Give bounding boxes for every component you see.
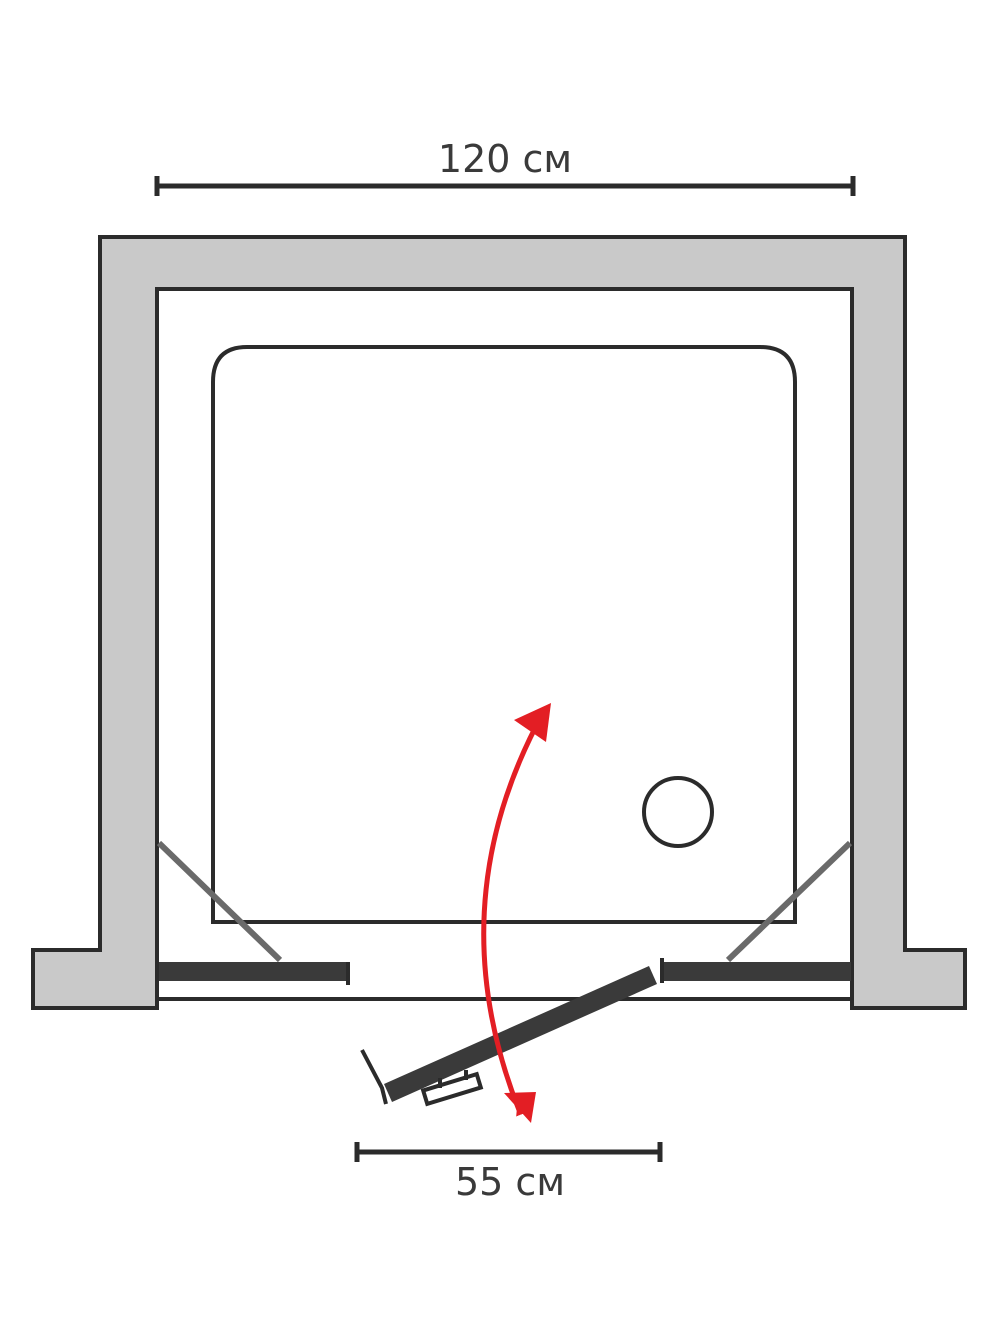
fixed-panel-left bbox=[159, 962, 348, 981]
top-dimension-label: 120 см bbox=[438, 137, 572, 181]
swing-arrow-head-bottom bbox=[504, 1092, 536, 1123]
bracket-left bbox=[156, 840, 283, 963]
swing-arrow-head-top bbox=[514, 703, 551, 742]
bottom-dimension-label: 55 см bbox=[455, 1160, 565, 1204]
fixed-panel-right bbox=[662, 962, 851, 981]
swing-arrow-icon bbox=[481, 708, 546, 1117]
shower-tray bbox=[211, 345, 797, 924]
wall bbox=[31, 235, 967, 1010]
top-dimension: 120 см bbox=[154, 137, 856, 196]
bottom-dimension: 55 см bbox=[354, 1142, 663, 1204]
door-edge-profile bbox=[360, 1049, 388, 1105]
door-handle-icon bbox=[420, 1070, 484, 1107]
pivot-door-glass bbox=[384, 966, 657, 1102]
drain-icon bbox=[642, 776, 714, 848]
bracket-right bbox=[725, 840, 853, 963]
